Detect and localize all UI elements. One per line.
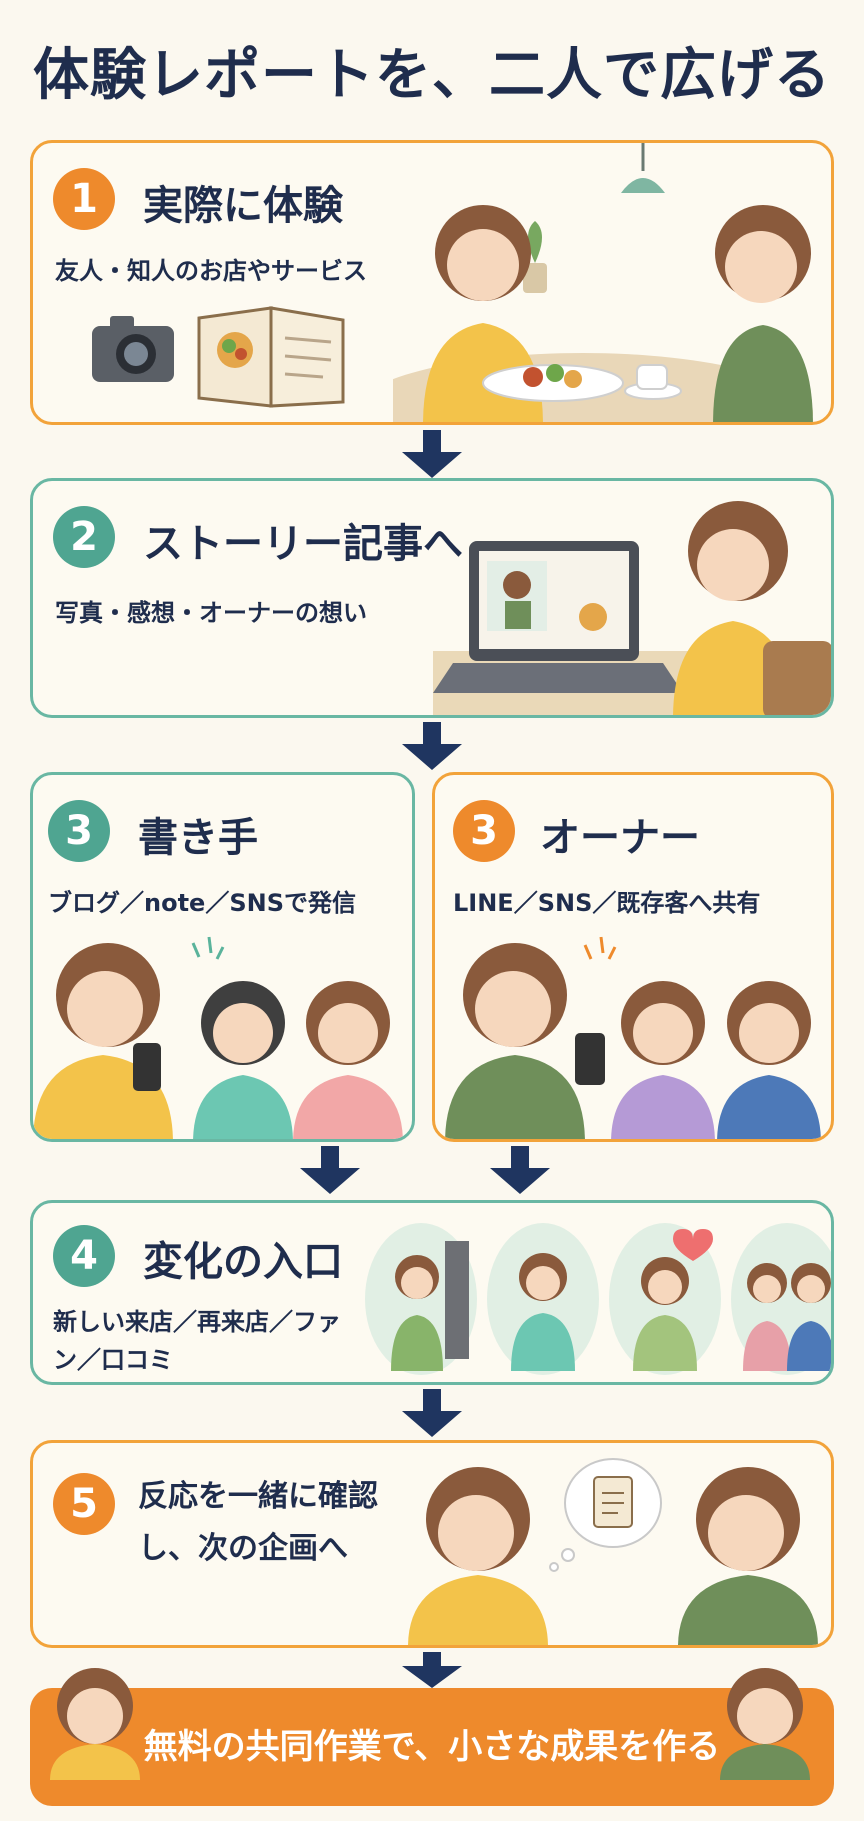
step-4-card: 4 変化の入口 新しい来店／再来店／ファン／口コミ [30,1200,834,1385]
summary-banner: 無料の共同作業で、小さな成果を作る [30,1688,834,1806]
step-2-number: 2 [53,506,115,568]
step-4-heading: 変化の入口 [143,1239,343,1285]
step-1-number: 1 [53,168,115,230]
step-1-subtitle: 友人・知人のお店やサービス [55,257,367,285]
customer-change-illustrations [365,1223,831,1375]
step-2-subtitle: 写真・感想・オーナーの想い [55,599,367,627]
summary-banner-text: 無料の共同作業で、小さな成果を作る [143,1727,721,1767]
step-1-heading: 実際に体験 [143,183,343,229]
step-2-heading: ストーリー記事へ [143,521,463,567]
step-5-heading: 反応を一緒に確認し、次の企画へ [138,1479,378,1566]
dining-scene-illustration [393,143,813,422]
step-4-number: 4 [53,1225,115,1287]
left-woman-illustration [50,1668,140,1780]
step-4-subtitle: 新しい来店／再来店／ファン／口コミ [53,1308,341,1374]
camera-icon [92,316,174,382]
step-3-owner-subtitle: LINE／SNS／既存客へ共有 [453,889,761,917]
page-title: 体験レポートを、二人で広げる [33,43,831,108]
step-3-owner-heading: オーナー [540,815,700,861]
notebook-icon [197,306,345,408]
step-3-writer-number: 3 [48,800,110,862]
owner-sharing-illustration [445,936,821,1139]
step-5-card: 5 反応を一緒に確認し、次の企画へ [30,1440,834,1648]
right-woman-illustration [720,1668,810,1780]
step-3-writer-card: 3 書き手 ブログ／note／SNSで発信 [30,772,415,1142]
step-5-number: 5 [53,1473,115,1535]
writer-sharing-illustration [33,936,403,1139]
step-2-card: 2 ストーリー記事へ 写真・感想・オーナーの想い [30,478,834,718]
step-3-writer-subtitle: ブログ／note／SNSで発信 [48,889,356,917]
step-3-owner-number: 3 [453,800,515,862]
review-together-illustration [408,1458,818,1645]
step-1-card: 1 実際に体験 友人・知人のお店やサービス [30,140,834,425]
step-3-writer-heading: 書き手 [138,815,258,861]
laptop-writing-illustration [433,501,831,715]
step-3-owner-card: 3 オーナー LINE／SNS／既存客へ共有 [432,772,834,1142]
